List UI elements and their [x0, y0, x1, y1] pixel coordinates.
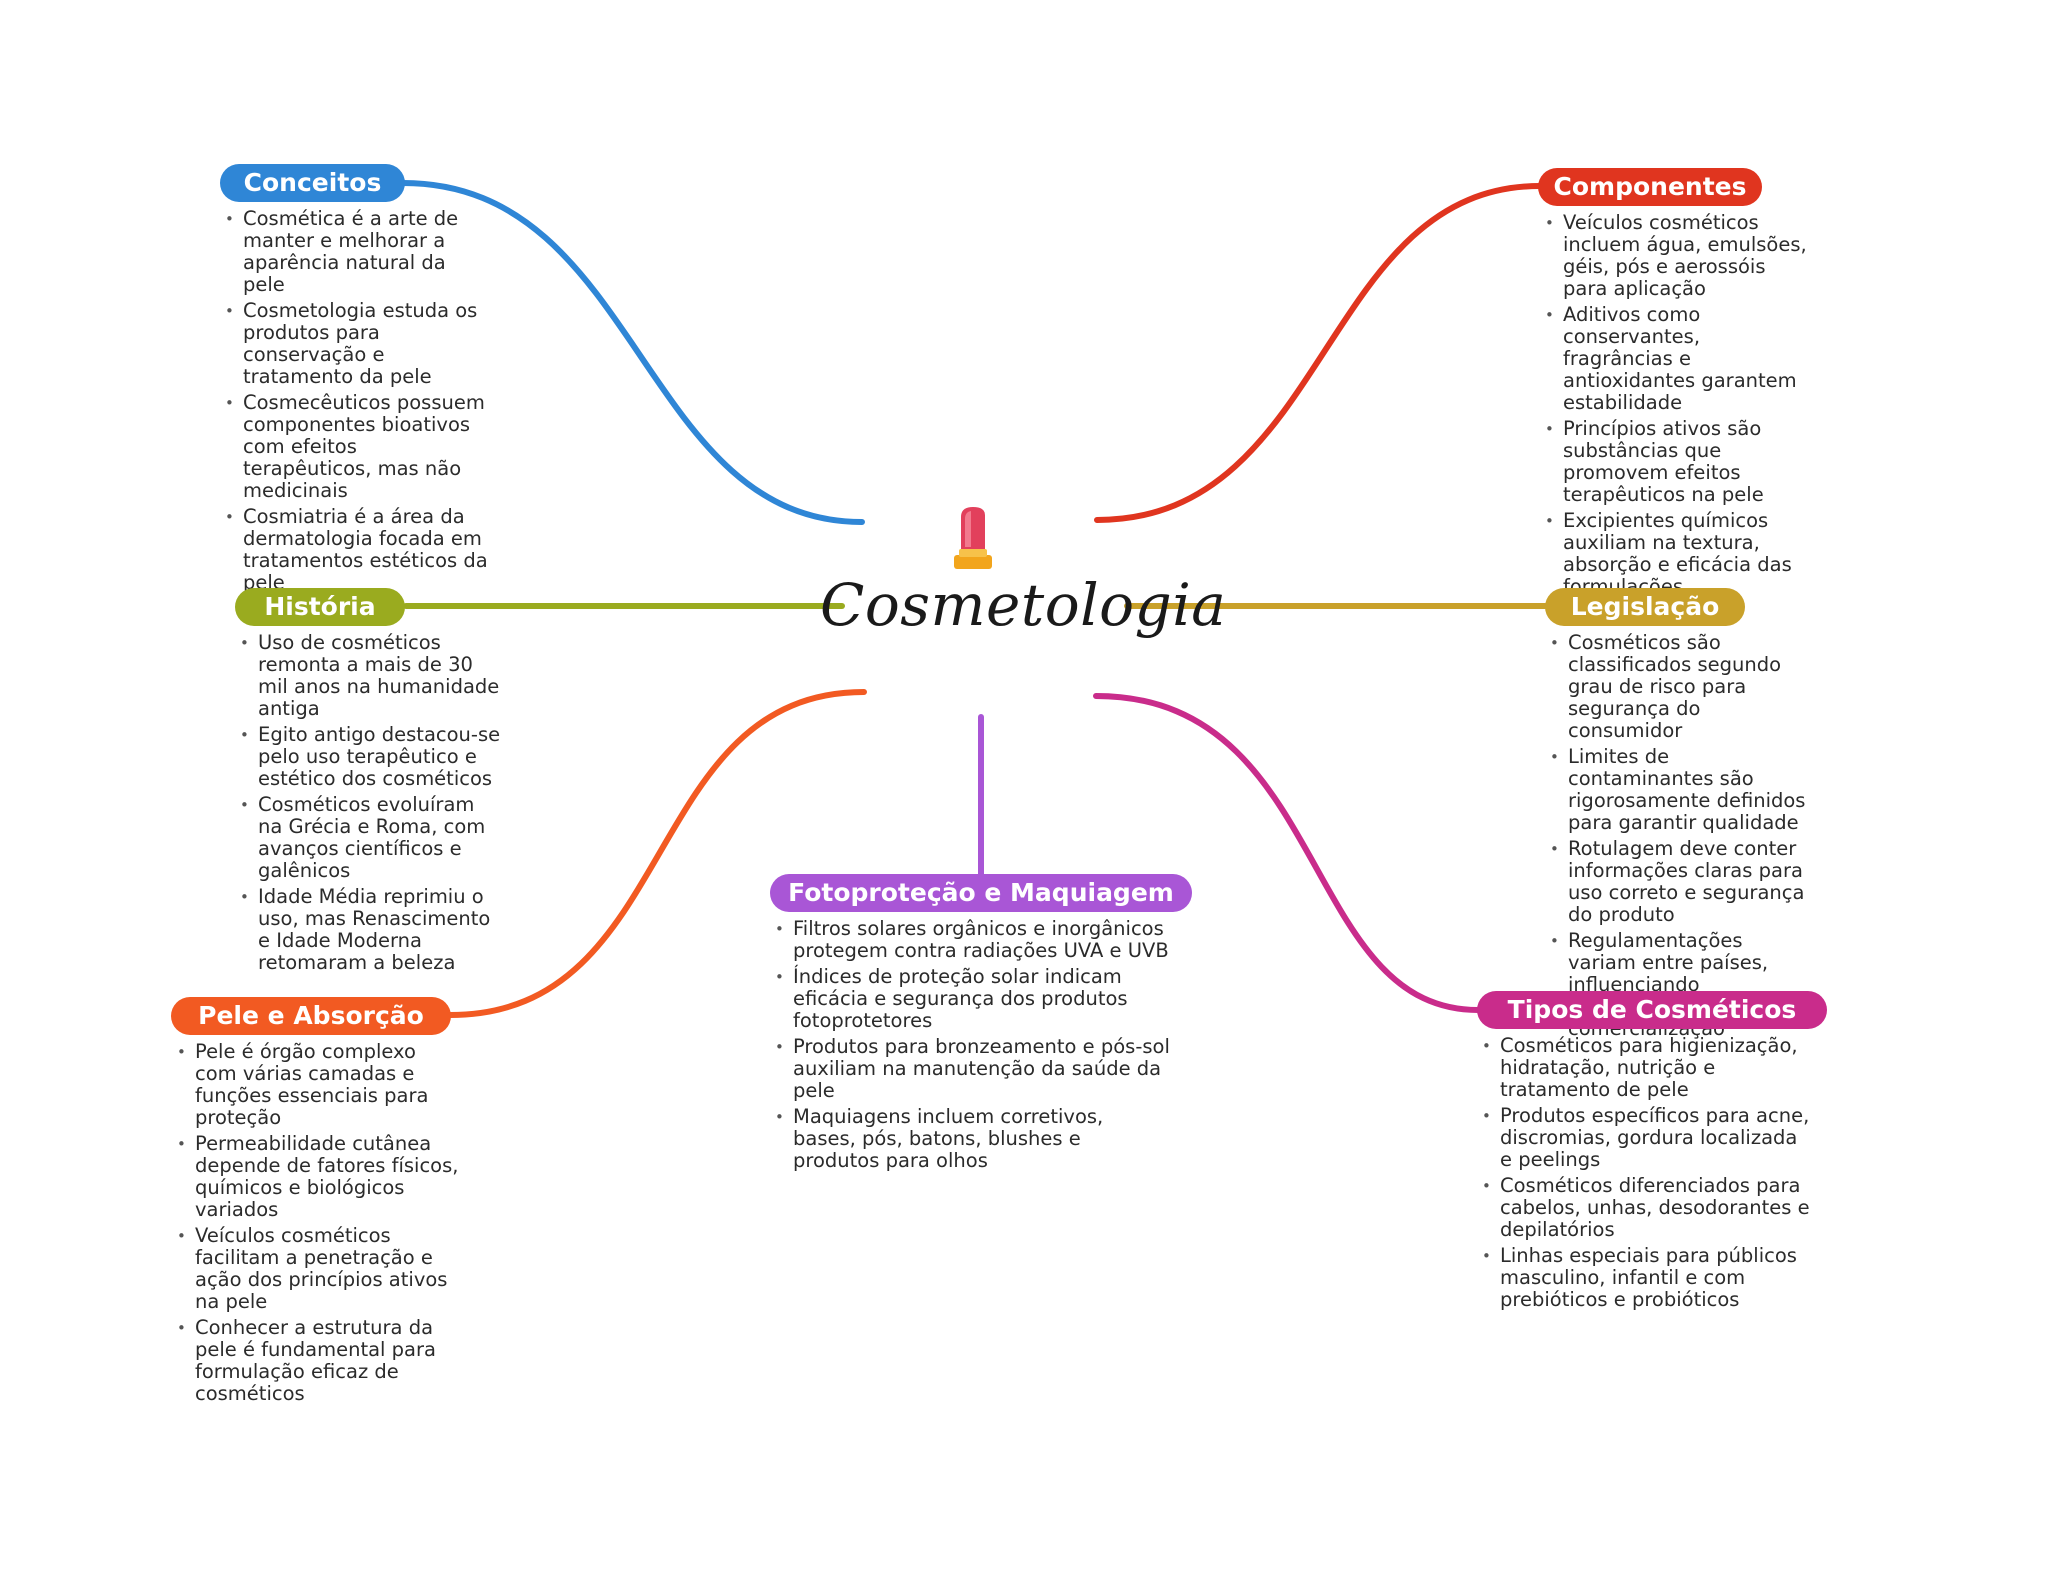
- list-item: Cosmetologia estuda os produtos para con…: [225, 300, 490, 388]
- list-item: Cosméticos para higienização, hidratação…: [1482, 1035, 1812, 1101]
- list-item: Conhecer a estrutura da pele é fundament…: [177, 1317, 462, 1405]
- list-item: Permeabilidade cutânea depende de fatore…: [177, 1133, 462, 1221]
- lipstick-icon: [954, 507, 992, 569]
- branch-line-componentes: [1094, 183, 1543, 523]
- list-item: Cosmiatria é a área da dermatologia foca…: [225, 506, 490, 594]
- branch-conceitos-label[interactable]: Conceitos: [220, 164, 405, 202]
- list-item: Veículos cosméticos incluem água, emulsõ…: [1545, 212, 1815, 300]
- branch-componentes-list: Veículos cosméticos incluem água, emulsõ…: [1545, 212, 1815, 602]
- branch-conceitos-list: Cosmética é a arte de manter e melhorar …: [225, 208, 490, 598]
- list-item: Rotulagem deve conter informações claras…: [1550, 838, 1812, 926]
- branch-componentes-label[interactable]: Componentes: [1538, 168, 1762, 206]
- branch-pele-list: Pele é órgão complexo com várias camadas…: [177, 1041, 462, 1409]
- list-item: Produtos para bronzeamento e pós-sol aux…: [775, 1036, 1170, 1102]
- list-item: Cosméticos evoluíram na Grécia e Roma, c…: [240, 794, 502, 882]
- list-item: Uso de cosméticos remonta a mais de 30 m…: [240, 632, 502, 720]
- list-item: Cosméticos são classificados segundo gra…: [1550, 632, 1812, 742]
- list-item: Cosmética é a arte de manter e melhorar …: [225, 208, 490, 296]
- branch-historia-label[interactable]: História: [235, 588, 405, 626]
- list-item: Filtros solares orgânicos e inorgânicos …: [775, 918, 1170, 962]
- list-item: Princípios ativos são substâncias que pr…: [1545, 418, 1815, 506]
- branch-historia-list: Uso de cosméticos remonta a mais de 30 m…: [240, 632, 502, 978]
- branch-tipos-list: Cosméticos para higienização, hidratação…: [1482, 1035, 1812, 1315]
- branch-pele-label[interactable]: Pele e Absorção: [171, 997, 451, 1035]
- list-item: Índices de proteção solar indicam eficác…: [775, 966, 1170, 1032]
- list-item: Produtos específicos para acne, discromi…: [1482, 1105, 1812, 1171]
- list-item: Aditivos como conservantes, fragrâncias …: [1545, 304, 1815, 414]
- branch-legislacao-list: Cosméticos são classificados segundo gra…: [1550, 632, 1812, 1044]
- list-item: Cosmecêuticos possuem componentes bioati…: [225, 392, 490, 502]
- central-topic-title[interactable]: Cosmetologia: [820, 571, 1227, 639]
- branch-line-conceitos: [400, 180, 865, 525]
- list-item: Egito antigo destacou-se pelo uso terapê…: [240, 724, 502, 790]
- branch-tipos-label[interactable]: Tipos de Cosméticos: [1477, 991, 1827, 1029]
- branch-fotoprotecao-label[interactable]: Fotoproteção e Maquiagem: [770, 874, 1192, 912]
- branch-fotoprotecao-list: Filtros solares orgânicos e inorgânicos …: [775, 918, 1170, 1176]
- branch-line-tipos: [1093, 693, 1481, 1013]
- list-item: Excipientes químicos auxiliam na textura…: [1545, 510, 1815, 598]
- list-item: Limites de contaminantes são rigorosamen…: [1550, 746, 1812, 834]
- list-item: Veículos cosméticos facilitam a penetraç…: [177, 1225, 462, 1313]
- branch-legislacao-label[interactable]: Legislação: [1545, 588, 1745, 626]
- list-item: Linhas especiais para públicos masculino…: [1482, 1245, 1812, 1311]
- list-item: Maquiagens incluem corretivos, bases, pó…: [775, 1106, 1170, 1172]
- list-item: Pele é órgão complexo com várias camadas…: [177, 1041, 462, 1129]
- branch-line-pele: [447, 689, 867, 1018]
- list-item: Idade Média reprimiu o uso, mas Renascim…: [240, 886, 502, 974]
- list-item: Cosméticos diferenciados para cabelos, u…: [1482, 1175, 1812, 1241]
